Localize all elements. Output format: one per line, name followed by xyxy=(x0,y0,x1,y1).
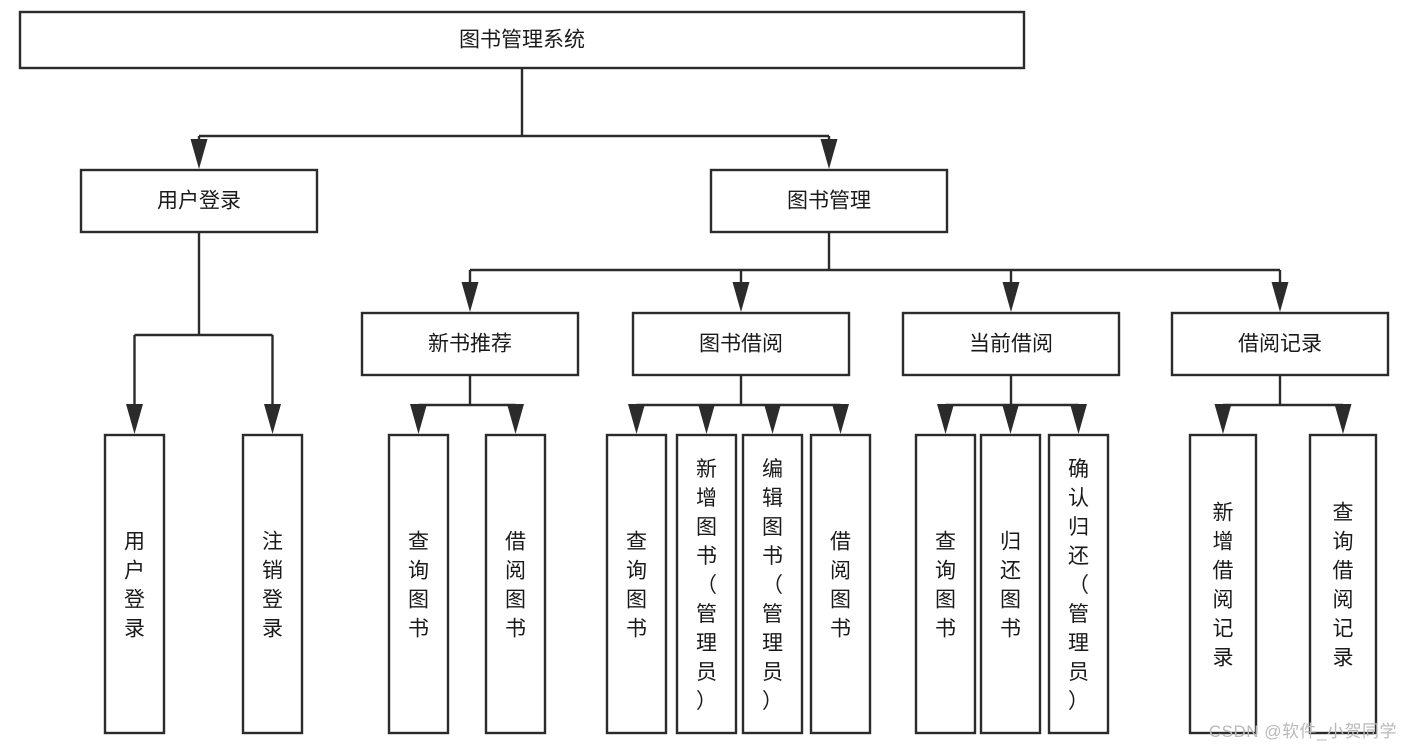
node-box-borrow[interactable] xyxy=(631,311,851,377)
node-root[interactable]: 图书管理系统 xyxy=(18,10,1026,70)
node-newbook-1[interactable]: 查询图书 xyxy=(387,433,450,735)
node-box-bookmgmt[interactable] xyxy=(709,168,949,234)
node-box-current[interactable] xyxy=(901,311,1121,377)
node-box-newbook-2[interactable] xyxy=(484,433,547,735)
node-box-newbook[interactable] xyxy=(360,311,580,377)
node-login[interactable]: 用户登录 xyxy=(79,168,319,234)
node-newbook-2[interactable]: 借阅图书 xyxy=(484,433,547,735)
node-box-current-3[interactable] xyxy=(1047,433,1110,735)
node-box-record-1[interactable] xyxy=(1188,433,1258,735)
node-borrow-1[interactable]: 查询图书 xyxy=(605,433,668,735)
connector-bus-login xyxy=(126,232,281,434)
node-borrow-2[interactable]: 新增图书（管理员） xyxy=(675,433,738,735)
node-borrow-3[interactable]: 编辑图书（管理员） xyxy=(741,433,804,735)
node-label-record-2: 查询借阅记录 xyxy=(1333,502,1354,670)
node-label-login-1: 用户登录 xyxy=(124,531,145,641)
node-borrow[interactable]: 图书借阅 xyxy=(631,311,851,377)
node-login-1[interactable]: 用户登录 xyxy=(103,433,166,735)
node-label-borrow: 图书借阅 xyxy=(699,333,783,356)
node-box-borrow-2[interactable] xyxy=(675,433,738,735)
connector-bus-bookmgmt xyxy=(461,232,1289,312)
node-label-borrow-4: 借阅图书 xyxy=(830,531,851,641)
node-box-root[interactable] xyxy=(18,10,1026,70)
node-login-2[interactable]: 注销登录 xyxy=(241,433,304,735)
node-label-bookmgmt: 图书管理 xyxy=(787,190,871,213)
connector-bus-borrow xyxy=(628,375,849,434)
node-current-2[interactable]: 归还图书 xyxy=(979,433,1042,735)
node-record-2[interactable]: 查询借阅记录 xyxy=(1308,433,1378,735)
node-label-record-1: 新增借阅记录 xyxy=(1213,502,1234,670)
node-newbook[interactable]: 新书推荐 xyxy=(360,311,580,377)
node-current-3[interactable]: 确认归还（管理员） xyxy=(1047,433,1110,735)
node-box-current-1[interactable] xyxy=(914,433,977,735)
connector-bus-current xyxy=(937,375,1087,434)
node-label-root: 图书管理系统 xyxy=(459,29,585,52)
node-box-current-2[interactable] xyxy=(979,433,1042,735)
node-label-current-3: 确认归还（管理员） xyxy=(1068,458,1089,713)
node-box-record[interactable] xyxy=(1170,311,1390,377)
node-record-1[interactable]: 新增借阅记录 xyxy=(1188,433,1258,735)
node-label-borrow-3: 编辑图书（管理员） xyxy=(762,458,783,713)
node-label-record: 借阅记录 xyxy=(1238,333,1322,356)
node-box-borrow-3[interactable] xyxy=(741,433,804,735)
connector-layer xyxy=(126,68,1352,434)
node-record[interactable]: 借阅记录 xyxy=(1170,311,1390,377)
node-current[interactable]: 当前借阅 xyxy=(901,311,1121,377)
node-box-record-2[interactable] xyxy=(1308,433,1378,735)
node-box-newbook-1[interactable] xyxy=(387,433,450,735)
node-label-login-2: 注销登录 xyxy=(262,531,283,641)
connector-bus-newbook xyxy=(410,375,524,434)
node-current-1[interactable]: 查询图书 xyxy=(914,433,977,735)
node-box-borrow-4[interactable] xyxy=(809,433,872,735)
node-label-current-2: 归还图书 xyxy=(1000,531,1021,641)
node-label-login: 用户登录 xyxy=(157,190,241,213)
connector-bus-root xyxy=(190,68,838,169)
node-box-borrow-1[interactable] xyxy=(605,433,668,735)
node-box-login-2[interactable] xyxy=(241,433,304,735)
connector-bus-record xyxy=(1214,375,1352,434)
node-layer: 图书管理系统用户登录图书管理新书推荐图书借阅当前借阅借阅记录用户登录注销登录查询… xyxy=(18,10,1390,735)
node-borrow-4[interactable]: 借阅图书 xyxy=(809,433,872,735)
node-label-newbook-2: 借阅图书 xyxy=(505,531,526,641)
node-label-newbook-1: 查询图书 xyxy=(408,531,429,641)
node-box-login-1[interactable] xyxy=(103,433,166,735)
node-label-newbook: 新书推荐 xyxy=(428,333,512,356)
node-label-current: 当前借阅 xyxy=(969,333,1053,356)
node-label-current-1: 查询图书 xyxy=(935,531,956,641)
node-label-borrow-2: 新增图书（管理员） xyxy=(696,458,717,713)
node-bookmgmt[interactable]: 图书管理 xyxy=(709,168,949,234)
node-box-login[interactable] xyxy=(79,168,319,234)
node-label-borrow-1: 查询图书 xyxy=(626,531,647,641)
